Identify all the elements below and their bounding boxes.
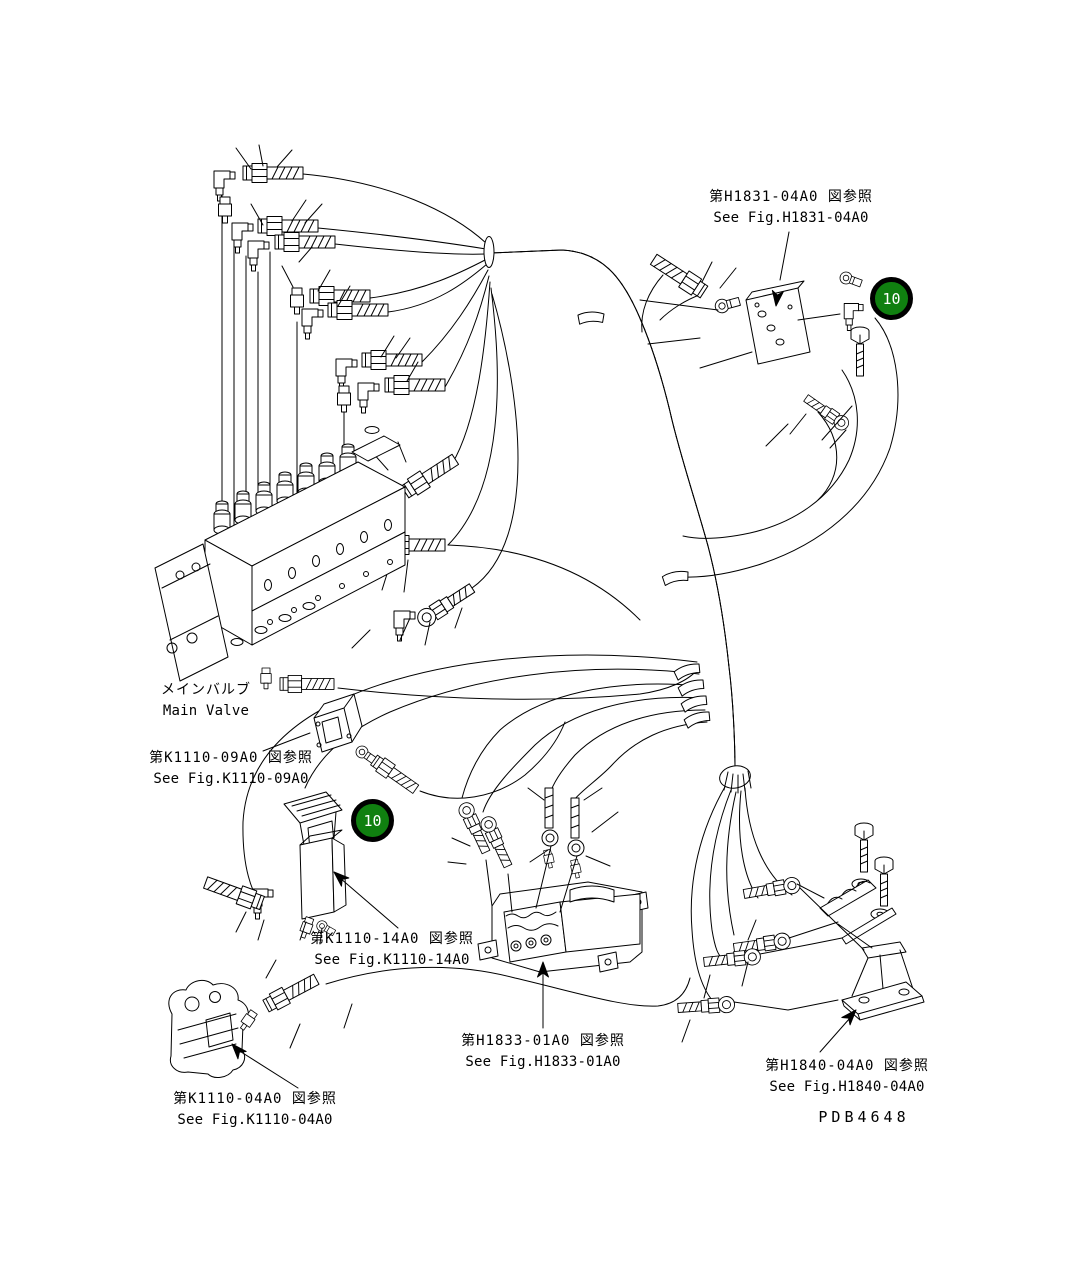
main-valve-label: メインバルブ Main Valve xyxy=(161,680,251,722)
callout-h1840-en: See Fig.H1840-04A0 xyxy=(769,1079,925,1095)
callout-k1110-14: 第K1110-14A0 図参照 See Fig.K1110-14A0 xyxy=(310,929,474,971)
callout-k1110-04-jp: 第K1110-04A0 図参照 xyxy=(173,1091,337,1107)
harness-mouth-start xyxy=(483,236,495,268)
hose-lines xyxy=(242,173,899,1007)
callout-h1831-jp: 第H1831-04A0 図参照 xyxy=(709,189,873,205)
drawing-number: PDB4648 xyxy=(818,1108,910,1126)
hotspot-badge-10-right[interactable]: 10 xyxy=(870,277,913,320)
callout-k1110-09-jp: 第K1110-09A0 図参照 xyxy=(149,750,313,766)
hotspot-badge-label: 10 xyxy=(363,811,382,830)
harness-tube xyxy=(484,237,752,794)
callout-k1110-04-en: See Fig.K1110-04A0 xyxy=(177,1112,333,1128)
callout-k1110-09: 第K1110-09A0 図参照 See Fig.K1110-09A0 xyxy=(149,748,313,790)
callout-k1110-04: 第K1110-04A0 図参照 See Fig.K1110-04A0 xyxy=(173,1089,337,1131)
callout-k1110-14-jp: 第K1110-14A0 図参照 xyxy=(310,931,474,947)
h1833-assembly xyxy=(447,787,649,1029)
callout-h1840-jp: 第H1840-04A0 図参照 xyxy=(765,1058,929,1074)
callout-h1840: 第H1840-04A0 図参照 See Fig.H1840-04A0 xyxy=(765,1056,929,1098)
k1110-09-assembly xyxy=(262,693,421,797)
h1840-assembly xyxy=(676,822,925,1053)
main-valve xyxy=(154,426,406,693)
top-left-fittings xyxy=(213,144,446,541)
callout-k1110-14-en: See Fig.K1110-14A0 xyxy=(314,952,470,968)
k1110-04-assembly xyxy=(168,959,353,1089)
callout-h1831-en: See Fig.H1831-04A0 xyxy=(713,210,869,226)
callout-h1833-jp: 第H1833-01A0 図参照 xyxy=(461,1033,625,1049)
main-valve-label-en: Main Valve xyxy=(162,703,250,719)
main-valve-label-jp: メインバルブ xyxy=(161,682,251,698)
k1110-14-assembly xyxy=(201,791,399,945)
callout-h1833-en: See Fig.H1833-01A0 xyxy=(465,1054,621,1070)
hotspot-badge-label: 10 xyxy=(882,289,901,308)
h1831-assembly xyxy=(639,231,870,449)
callout-h1831: 第H1831-04A0 図参照 See Fig.H1831-04A0 xyxy=(709,187,873,229)
callout-k1110-09-en: See Fig.K1110-09A0 xyxy=(153,771,309,787)
hotspot-badge-10-left[interactable]: 10 xyxy=(351,799,394,842)
callout-h1833: 第H1833-01A0 図参照 See Fig.H1833-01A0 xyxy=(461,1031,625,1073)
